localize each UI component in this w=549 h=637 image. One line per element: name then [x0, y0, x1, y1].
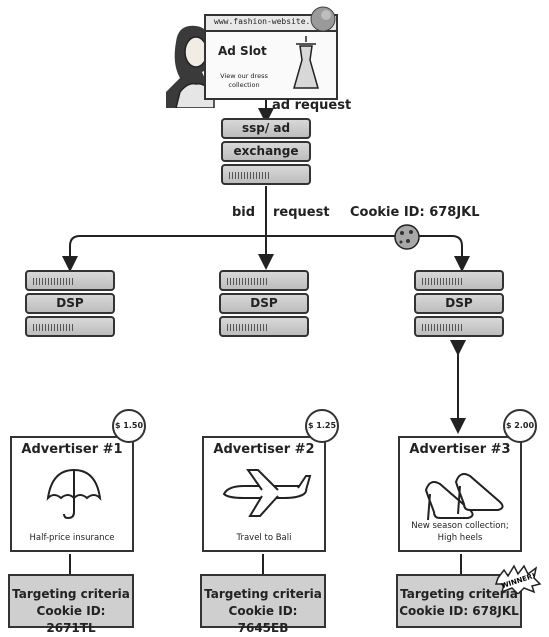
cookie-icon [394, 224, 420, 250]
exchange-label-line2: exchange [233, 144, 299, 158]
advertiser-1-card: Advertiser #1 Half-price insurance [10, 436, 134, 552]
airplane-icon [222, 469, 312, 517]
ad-request-label: ad request [272, 98, 352, 113]
dsp-1-middle: DSP [25, 293, 115, 314]
request-label: request [273, 205, 330, 220]
exchange-label-line1: ssp/ ad [241, 121, 291, 135]
advertiser-2-desc: Travel to Bali [236, 533, 292, 543]
advertiser-2-criteria: Targeting criteria [204, 587, 322, 601]
advertiser-1-desc: Half-price insurance [29, 533, 115, 543]
dsp-1-bottom [25, 316, 115, 337]
exchange-server-middle: exchange [221, 141, 311, 162]
advertiser-3-title: Advertiser #3 [409, 442, 511, 457]
high-heels-icon [424, 473, 504, 521]
winner-badge: WINNER! [494, 564, 542, 594]
advertiser-3-bid-price: $ 2.00 [503, 409, 537, 443]
dsp-2-bottom [219, 316, 309, 337]
dsp-3-bottom [414, 316, 504, 337]
dsp-2-label: DSP [250, 296, 278, 310]
dsp-1-top [25, 270, 115, 291]
bid-label: bid [232, 205, 256, 220]
advertiser-1-cookie: Cookie ID: 2671TL [36, 604, 106, 635]
umbrella-icon [46, 468, 102, 520]
website-browser-window: www.fashion-website.com Ad Slot View our… [204, 14, 338, 100]
exchange-server-top: ssp/ ad [221, 118, 311, 139]
advertiser-3-card: Advertiser #3 New season collection; Hig… [398, 436, 522, 552]
ad-slot-title: Ad Slot [218, 44, 267, 58]
dsp-3-label: DSP [445, 296, 473, 310]
advertiser-2-cookie: Cookie ID: 7645EB [228, 604, 298, 635]
website-url: www.fashion-website.com [214, 17, 325, 26]
user-avatar-icon [166, 25, 215, 108]
dsp-1-label: DSP [56, 296, 84, 310]
advertiser-2-targeting: Targeting criteria Cookie ID: 7645EB [200, 574, 326, 635]
dsp-3-top [414, 270, 504, 291]
browser-address-bar: www.fashion-website.com [206, 16, 336, 32]
dsp-3-middle: DSP [414, 293, 504, 314]
ad-slot-text: View our dress collection [220, 72, 268, 89]
dsp-2-middle: DSP [219, 293, 309, 314]
advertiser-2-card: Advertiser #2 Travel to Bali [202, 436, 326, 552]
advertiser-2-title: Advertiser #2 [213, 442, 315, 457]
advertiser-3-desc: New season collection; High heels [411, 521, 509, 543]
browser-logo-icon [310, 6, 336, 32]
advertiser-3-criteria: Targeting criteria [400, 587, 518, 601]
advertiser-1-targeting: Targeting criteria Cookie ID: 2671TL [8, 574, 134, 635]
exchange-server-bottom [221, 164, 311, 185]
cookie-id-label: Cookie ID: 678JKL [350, 205, 480, 220]
dress-icon [293, 36, 319, 89]
advertiser-1-title: Advertiser #1 [21, 442, 123, 457]
advertiser-1-criteria: Targeting criteria [12, 587, 130, 601]
advertiser-2-bid-price: $ 1.25 [305, 409, 339, 443]
advertiser-1-bid-price: $ 1.50 [112, 409, 146, 443]
dsp-2-top [219, 270, 309, 291]
advertiser-3-cookie: Cookie ID: 678JKL [399, 604, 519, 618]
